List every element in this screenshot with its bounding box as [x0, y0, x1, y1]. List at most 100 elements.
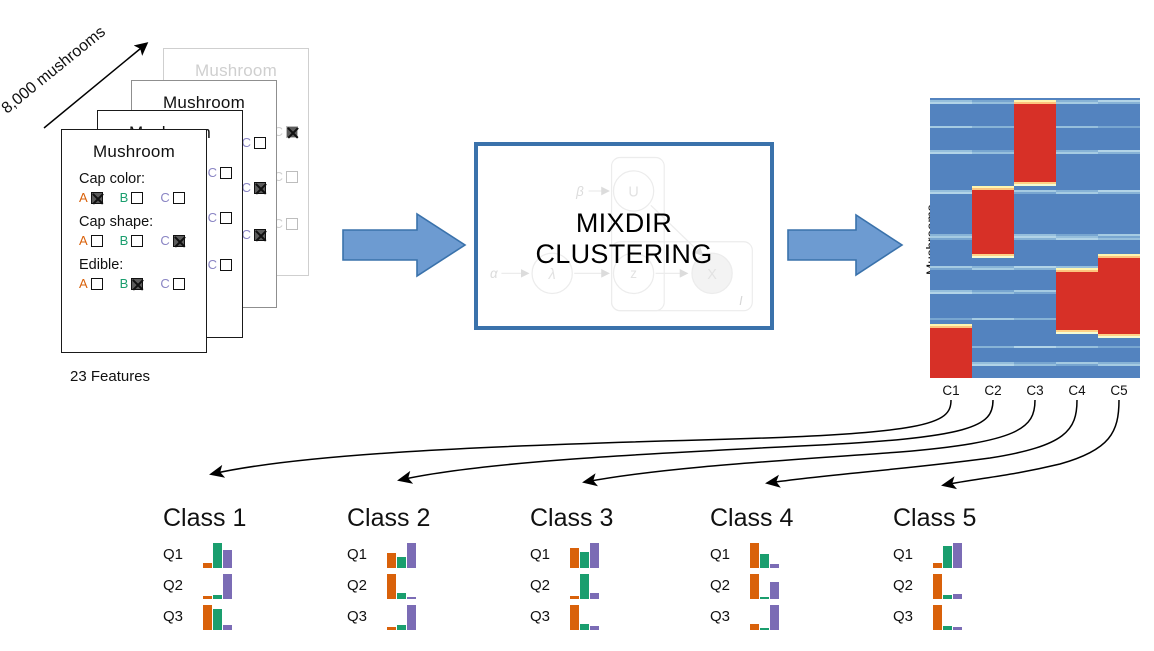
distribution-bars	[933, 604, 962, 630]
question-label: Q2	[163, 577, 184, 594]
mixdir-label: MIXDIR CLUSTERING	[535, 208, 713, 269]
option-a[interactable]: A	[79, 276, 103, 291]
question-label: Q3	[710, 608, 731, 625]
distribution-bars	[750, 573, 779, 599]
card-title: Mushroom	[93, 142, 175, 161]
bar-A	[933, 574, 942, 599]
bar-C	[953, 627, 962, 630]
bar-C	[223, 625, 232, 630]
bar-A	[570, 548, 579, 568]
checkbox-icon[interactable]	[90, 277, 103, 290]
bar-C	[590, 593, 599, 599]
heatmap-column-label-c1: C1	[942, 383, 960, 398]
option-row: A B C	[79, 233, 206, 248]
plate-model-diagram: β U α λ z X I	[490, 156, 753, 312]
option-letter: C	[160, 233, 170, 248]
svg-text:β: β	[575, 184, 584, 199]
distribution-bars	[750, 542, 779, 568]
bar-C	[770, 582, 779, 599]
mushroom-card-front: Mushroom Cap color: A B C Cap shape:	[61, 129, 207, 353]
option-c[interactable]: C	[160, 190, 185, 205]
distribution-bars	[750, 604, 779, 630]
class-title-5: Class 5	[893, 504, 977, 532]
option-b[interactable]: B	[120, 233, 144, 248]
option-row: A B C	[79, 190, 206, 205]
option-c[interactable]: C	[160, 276, 185, 291]
bar-C	[590, 543, 599, 568]
option-b[interactable]: B	[120, 276, 144, 291]
bar-B	[580, 624, 589, 630]
bar-A	[933, 563, 942, 568]
question-label: Q1	[163, 546, 184, 563]
checkbox-icon[interactable]	[131, 234, 144, 247]
question-label: Q1	[347, 546, 368, 563]
question-label: Q1	[893, 546, 914, 563]
checkbox-checked-icon[interactable]	[131, 277, 144, 290]
class-title-4: Class 4	[710, 504, 794, 532]
flow-arrow-left	[342, 212, 467, 278]
option-letter: B	[119, 233, 129, 248]
feature-group-cap-color: Cap color: A B C	[62, 171, 206, 205]
distribution-bars	[570, 604, 599, 630]
heatmap-column-label-c3: C3	[1026, 383, 1044, 398]
distribution-bars	[387, 542, 416, 568]
bar-C	[407, 605, 416, 630]
option-a[interactable]: A	[79, 190, 103, 205]
class-title-2: Class 2	[347, 504, 431, 532]
question-label: Q2	[530, 577, 551, 594]
bar-A	[750, 543, 759, 568]
flow-arrow-right	[787, 213, 904, 277]
bar-C	[953, 543, 962, 568]
option-letter: C	[160, 276, 170, 291]
distribution-bars	[933, 542, 962, 568]
option-b[interactable]: B	[120, 190, 144, 205]
option-letter: B	[119, 190, 129, 205]
checkbox-icon[interactable]	[172, 277, 185, 290]
feature-name: Cap color:	[79, 171, 146, 187]
bar-C	[770, 605, 779, 630]
bar-A	[570, 605, 579, 630]
bar-B	[580, 574, 589, 599]
bar-C	[223, 574, 232, 599]
heatmap-column-label-c5: C5	[1110, 383, 1128, 398]
checkbox-icon[interactable]	[131, 191, 144, 204]
option-c[interactable]: C	[160, 233, 185, 248]
bar-B	[943, 546, 952, 568]
checkbox-icon[interactable]	[90, 234, 103, 247]
bar-A	[387, 574, 396, 599]
bar-B	[397, 557, 406, 568]
heatmap-column-label-c4: C4	[1068, 383, 1086, 398]
distribution-bars	[933, 573, 962, 599]
option-letter: B	[119, 276, 129, 291]
feature-name: Cap shape:	[79, 214, 154, 230]
bar-C	[223, 550, 232, 568]
question-label: Q2	[893, 577, 914, 594]
heatmap-column-label-c2: C2	[984, 383, 1002, 398]
bar-A	[387, 553, 396, 568]
bar-A	[933, 605, 942, 630]
features-caption: 23 Features	[70, 368, 151, 385]
checkbox-checked-icon[interactable]	[172, 234, 185, 247]
svg-text:U: U	[628, 185, 638, 201]
bar-A	[750, 624, 759, 630]
distribution-bars	[387, 604, 416, 630]
bar-C	[407, 597, 416, 599]
checkbox-icon[interactable]	[172, 191, 185, 204]
question-label: Q2	[710, 577, 731, 594]
svg-text:z: z	[630, 266, 637, 281]
bar-B	[213, 609, 222, 630]
svg-text:X: X	[707, 267, 717, 283]
svg-text:I: I	[739, 294, 743, 308]
checkbox-checked-icon[interactable]	[90, 191, 103, 204]
option-row: A B C	[79, 276, 206, 291]
bar-C	[953, 594, 962, 599]
option-a[interactable]: A	[79, 233, 103, 248]
bar-B	[397, 593, 406, 599]
question-label: Q3	[163, 608, 184, 625]
cluster-to-class-arrows	[209, 399, 1120, 490]
bar-B	[760, 628, 769, 630]
question-label: Q3	[893, 608, 914, 625]
card-title: Mushroom	[163, 93, 245, 112]
question-label: Q1	[710, 546, 731, 563]
